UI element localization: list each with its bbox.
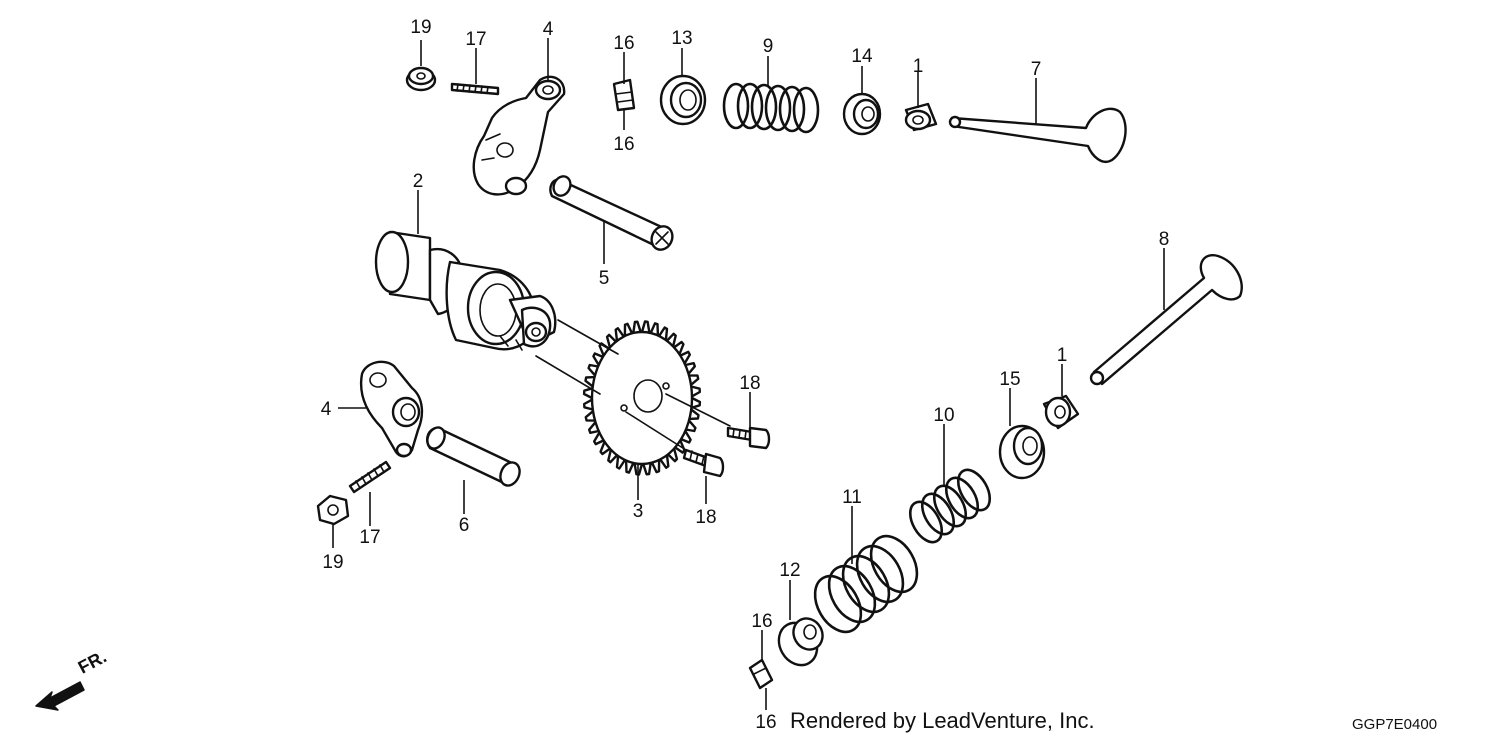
rocker-arm-4-bottom [359, 360, 424, 458]
callout-5: 5 [599, 268, 610, 289]
callout-19-top: 19 [410, 17, 431, 38]
rocker-shaft-5 [549, 175, 674, 251]
outer-spring-11 [813, 534, 919, 634]
callout-4-bottom: 4 [321, 399, 332, 420]
spring-retainer-15 [998, 424, 1046, 480]
nut-19-top [405, 66, 437, 92]
valve-cotter-16-top [612, 78, 636, 112]
leader-lines [332, 38, 1165, 710]
callout-3: 3 [633, 501, 644, 522]
stem-seal-1-bottom [1042, 394, 1080, 430]
callout-7: 7 [1031, 59, 1042, 80]
rocker-shaft-6 [426, 426, 521, 487]
inner-spring-10 [908, 468, 992, 544]
callout-4-top: 4 [543, 19, 554, 40]
callout-15: 15 [999, 369, 1020, 390]
callout-12: 12 [779, 560, 800, 581]
diagram-code: GGP7E0400 [1352, 716, 1438, 733]
callout-6: 6 [459, 515, 470, 536]
rocker-arm-4-top [472, 75, 566, 196]
callout-13: 13 [671, 28, 692, 49]
arrow-icon [35, 681, 85, 711]
callout-19-bottom: 19 [322, 552, 343, 573]
callout-16-top-b: 16 [613, 134, 634, 155]
callout-8: 8 [1159, 229, 1170, 250]
callout-18-lower: 18 [695, 507, 716, 528]
callout-2: 2 [413, 171, 424, 192]
callout-1-top: 1 [913, 56, 924, 77]
credit-text: Rendered by LeadVenture, Inc. [790, 708, 1095, 733]
valve-8 [1089, 254, 1243, 386]
callout-16-bottom-a: 16 [751, 611, 772, 632]
callout-14: 14 [851, 46, 873, 67]
callout-9: 9 [763, 36, 774, 57]
callout-17-top: 17 [465, 29, 486, 50]
stem-seal-1-top [904, 102, 938, 132]
callout-16-top-a: 16 [613, 33, 634, 54]
callout-17-bottom: 17 [359, 527, 380, 548]
callout-18-upper: 18 [739, 373, 760, 394]
callout-1-bottom: 1 [1057, 345, 1068, 366]
valve-cotter-16-bottom [748, 658, 774, 690]
bolt-18-lower [625, 411, 725, 478]
bolt-18-upper [665, 393, 771, 450]
nut-19-bottom [316, 494, 350, 526]
spring-retainer-14 [842, 92, 882, 136]
camshaft-2 [374, 230, 557, 351]
front-direction-marker: FR. [30, 646, 130, 720]
cam-sprocket-3 [535, 319, 702, 476]
spring-seat-13 [659, 74, 707, 126]
callout-11: 11 [842, 487, 862, 508]
adjuster-screw-17-bottom [348, 460, 392, 494]
valve-7 [948, 107, 1127, 163]
spring-seat-12 [777, 617, 824, 667]
adjuster-screw-17-top [450, 82, 500, 96]
valve-spring-9 [722, 82, 820, 134]
callout-10: 10 [933, 405, 954, 426]
callout-16-bottom-b: 16 [755, 712, 776, 733]
